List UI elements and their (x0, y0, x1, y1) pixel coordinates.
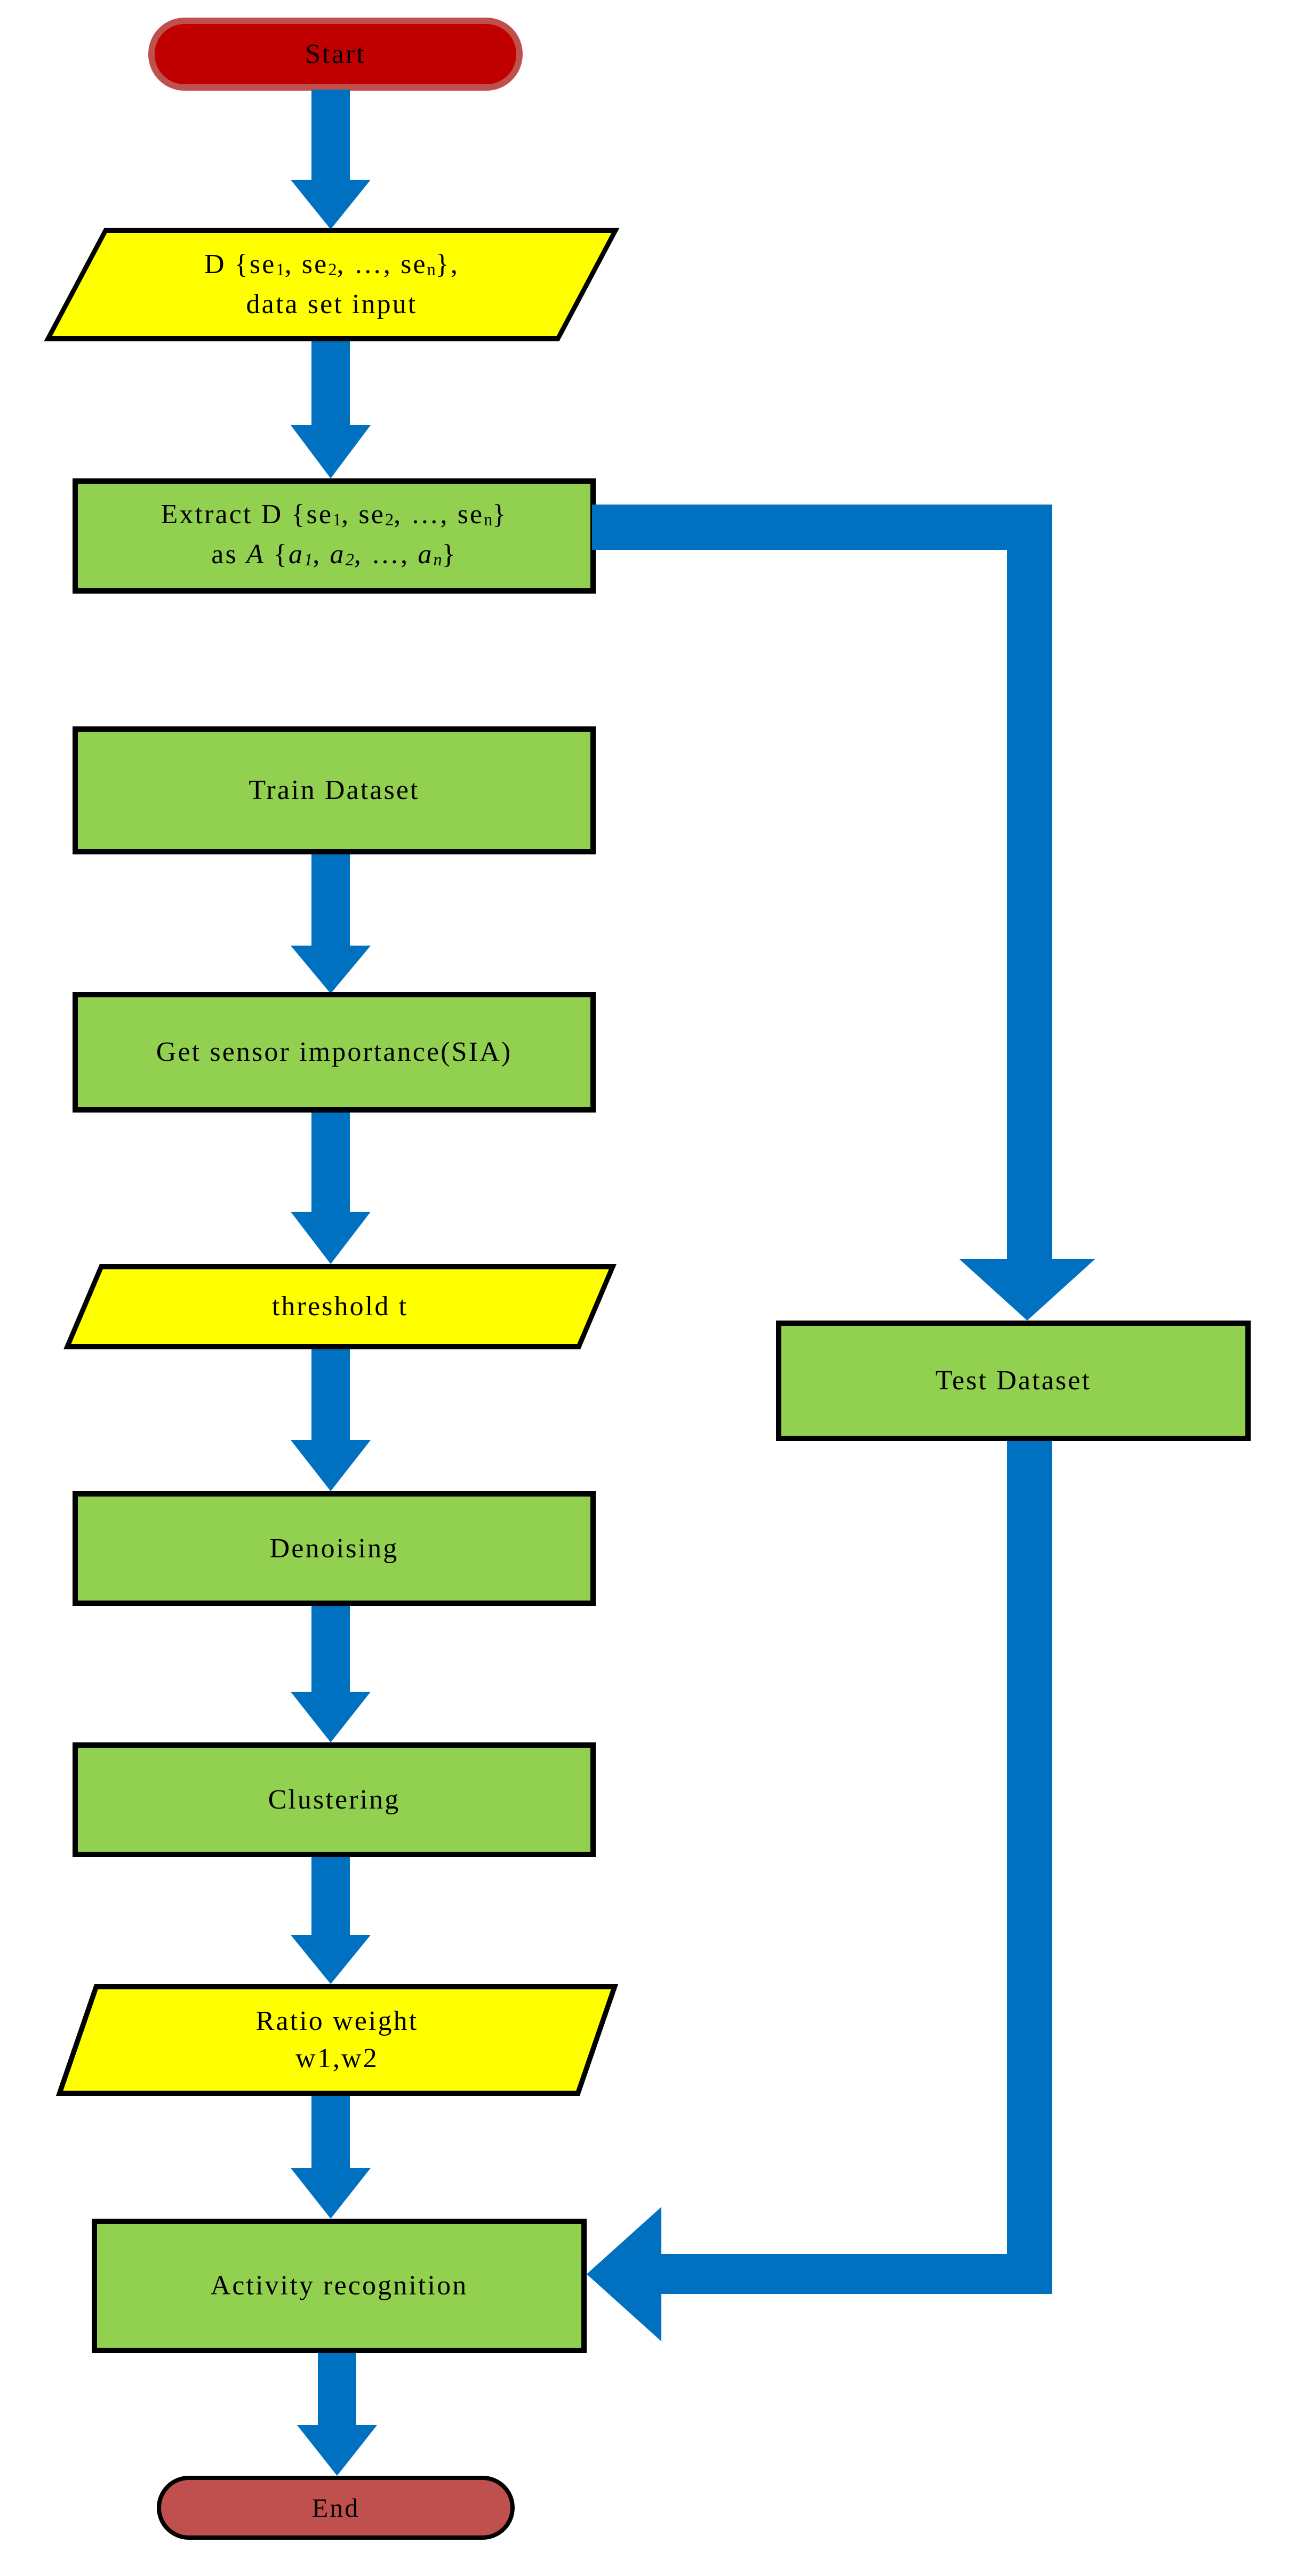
start-node: Start (148, 18, 523, 91)
threshold-label: threshold t (271, 1291, 409, 1322)
sensor-importance-node: Get sensor importance(SIA) (73, 992, 596, 1113)
dataset-input-node: D {se1, se2, …, sen}, data set input (44, 228, 620, 341)
sensor-importance-label: Get sensor importance(SIA) (156, 1037, 513, 1067)
dataset-input-line2: data set input (246, 289, 418, 319)
arrow-test-dataset-to-activity-vline (1007, 1441, 1052, 2254)
arrow-activity-to-end-head (297, 2425, 377, 2476)
arrow-start-to-dataset-input-stem (311, 90, 350, 180)
denoising-node: Denoising (73, 1491, 596, 1606)
arrow-test-dataset-to-activity-head (587, 2207, 661, 2341)
arrow-sia-to-threshold-head (291, 1212, 371, 1264)
start-label: Start (305, 38, 366, 69)
train-dataset-label: Train Dataset (249, 775, 420, 805)
arrow-extract-to-test-dataset-hline (592, 505, 1052, 550)
activity-recognition-label: Activity recognition (210, 2270, 468, 2301)
arrow-ratio-to-activity-stem (311, 2096, 350, 2168)
end-label: End (311, 2493, 360, 2523)
clustering-label: Clustering (268, 1784, 401, 1815)
arrow-start-to-dataset-input-head (291, 180, 371, 229)
dataset-input-label: D {se1, se2, …, sen}, data set input (79, 233, 584, 336)
arrow-ratio-to-activity-head (291, 2168, 371, 2219)
train-dataset-node: Train Dataset (73, 726, 596, 854)
arrow-clustering-to-ratio-head (291, 1935, 371, 1984)
clustering-node: Clustering (73, 1742, 596, 1857)
arrow-sia-to-threshold-stem (311, 1113, 350, 1212)
test-dataset-node: Test Dataset (776, 1321, 1251, 1441)
extract-line1: Extract D {se1, se2, …, sen} (161, 499, 508, 530)
extract-line2: as A {a1, a2, …, an} (211, 539, 457, 570)
arrow-denoising-to-clustering-stem (311, 1606, 350, 1692)
extract-node: Extract D {se1, se2, …, sen} as A {a1, a… (73, 478, 596, 594)
ratio-weight-line1: Ratio weight (255, 2006, 419, 2036)
arrow-clustering-to-ratio-stem (311, 1857, 350, 1935)
arrow-threshold-to-denoising-head (291, 1440, 371, 1491)
arrow-extract-to-test-dataset-vline (1007, 505, 1052, 1259)
ratio-weight-label-wrap: Ratio weight w1,w2 (81, 1989, 594, 2091)
arrow-extract-to-test-dataset-head (959, 1259, 1095, 1321)
activity-recognition-node: Activity recognition (92, 2219, 587, 2353)
arrow-activity-to-end-stem (318, 2353, 356, 2425)
arrow-threshold-to-denoising-stem (311, 1349, 350, 1440)
threshold-label-wrap: threshold t (87, 1269, 593, 1344)
end-node: End (157, 2476, 515, 2540)
dataset-input-line1: D {se1, se2, …, sen}, (204, 249, 459, 279)
denoising-label: Denoising (269, 1533, 399, 1564)
arrow-train-to-sia-head (291, 946, 371, 994)
test-dataset-label: Test Dataset (935, 1365, 1092, 1396)
ratio-weight-node: Ratio weight w1,w2 (55, 1984, 619, 2096)
arrow-test-dataset-to-activity-hline (661, 2254, 1052, 2294)
arrow-dataset-input-to-extract-stem (311, 341, 350, 425)
arrow-dataset-input-to-extract-head (291, 425, 371, 478)
arrow-denoising-to-clustering-head (291, 1692, 371, 1742)
arrow-train-to-sia-stem (311, 854, 350, 946)
ratio-weight-line2: w1,w2 (295, 2043, 379, 2074)
threshold-node: threshold t (63, 1264, 617, 1349)
